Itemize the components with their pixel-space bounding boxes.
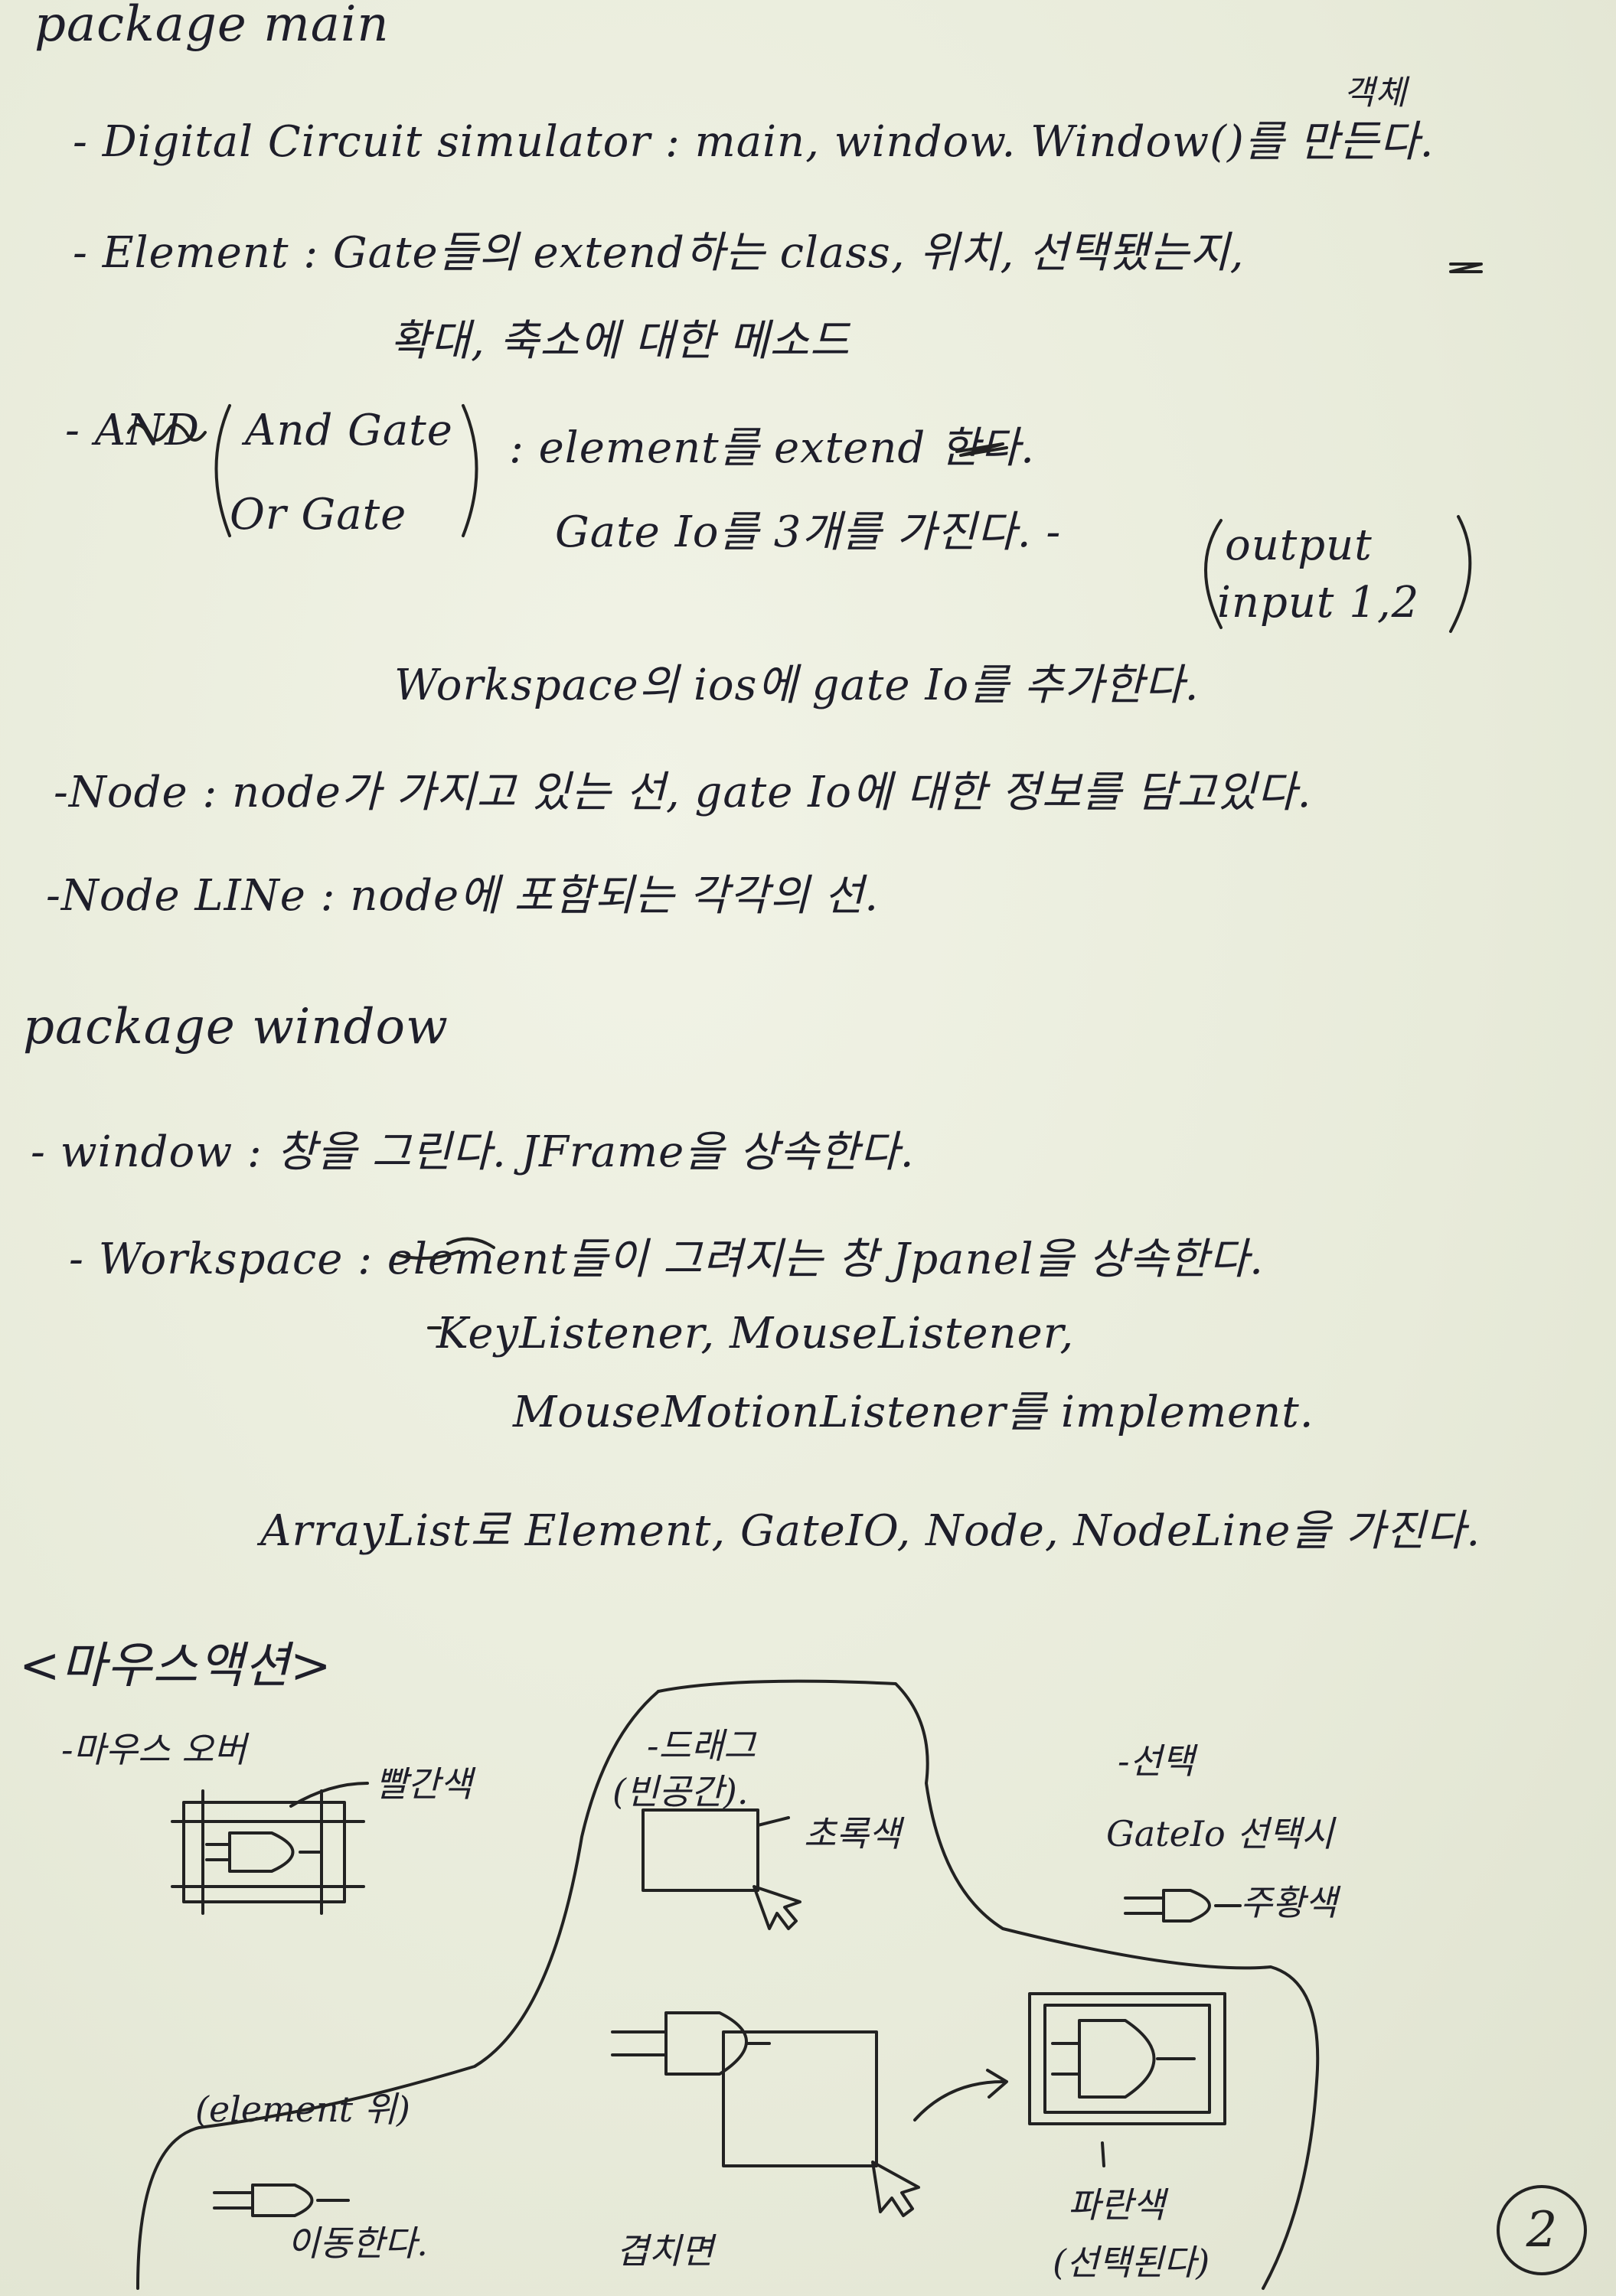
mouse-action-header: <마우스액션> — [19, 1638, 332, 1694]
element-move: 이동한다. — [287, 2223, 428, 2264]
package-window-header: package window — [23, 999, 449, 1055]
and-gate-label: And Gate — [245, 406, 453, 455]
window-line-4: MouseMotionListener를 implement. — [513, 1388, 1314, 1437]
element-move-sketch — [213, 2183, 350, 2217]
main-line-5: Gate Io를 3개를 가진다. - — [555, 507, 1062, 557]
window-line-5: ArrayList로 Element, GateIO, Node, NodeLi… — [260, 1506, 1481, 1556]
scribble-and — [127, 423, 207, 442]
scribble-extend — [955, 442, 1008, 457]
selected-label: (선택된다) — [1053, 2242, 1210, 2283]
page-number-text: 2 — [1526, 2202, 1558, 2258]
overlap-sketch — [611, 2011, 920, 2217]
window-line-2: - Workspace : element들이 그려지는 창 Jpanel을 상… — [69, 1234, 1264, 1284]
main-line-4-and: - AND — [65, 406, 201, 455]
main-line-8: -Node LINe : node에 포함되는 각각의 선. — [46, 871, 879, 921]
select-sub: GateIo 선택시 — [1106, 1813, 1334, 1854]
hover-title: -마우스 오버 — [61, 1729, 246, 1770]
window-line-3: KeyListener, MouseListener, — [436, 1309, 1075, 1358]
annotation-note: 객체 — [1343, 73, 1407, 113]
io-left-bracket — [1204, 519, 1223, 629]
io-right-bracket — [1449, 515, 1472, 633]
or-gate-label: Or Gate — [230, 490, 407, 540]
scribble-workspace — [397, 1237, 495, 1260]
main-line-1: - Digital Circuit simulator : main, wind… — [73, 117, 1435, 167]
main-line-4-extend: : element를 extend 한다. — [509, 423, 1035, 473]
hover-color: 빨간색 — [375, 1763, 472, 1805]
select-gate-sketch — [1124, 1889, 1242, 1923]
arrow-curve — [913, 2080, 1004, 2122]
drag-sub: (빈공간). — [612, 1771, 749, 1812]
right-bracket — [462, 404, 478, 537]
page-number: 2 — [1497, 2185, 1587, 2275]
hover-sketch — [171, 1782, 369, 1915]
main-line-2: - Element : Gate들의 extend하는 class, 위치, 선… — [73, 228, 1245, 278]
drag-title: -드래그 — [647, 1725, 756, 1766]
package-main-header: package main — [34, 0, 390, 53]
drag-sketch — [642, 1808, 801, 1930]
window-line-1: - window : 창을 그린다. JFrame을 상속한다. — [31, 1127, 915, 1177]
select-title: -선택 — [1118, 1740, 1195, 1782]
overlap-label: 겹치면 — [616, 2230, 713, 2272]
drag-color: 초록색 — [804, 1813, 901, 1854]
select-color: 주황색 — [1240, 1882, 1337, 1923]
selected-gate-sketch — [1028, 1992, 1226, 2167]
blue-label: 파란색 — [1068, 2184, 1165, 2226]
arrow-head — [986, 2069, 1008, 2099]
main-line-7: -Node : node가 가지고 있는 선, gate Io에 대한 정보를 … — [54, 768, 1312, 817]
scribble-element — [1449, 263, 1483, 273]
region-outline-right — [657, 1679, 1320, 2290]
output-label: output — [1225, 520, 1373, 570]
main-line-6: Workspace의 ios에 gate Io를 추가한다. — [394, 660, 1200, 710]
left-bracket — [214, 404, 231, 537]
input-label: input 1,2 — [1217, 578, 1420, 628]
main-line-3: 확대, 축소에 대한 메소드 — [390, 316, 850, 366]
region-outline-left — [136, 1690, 660, 2290]
